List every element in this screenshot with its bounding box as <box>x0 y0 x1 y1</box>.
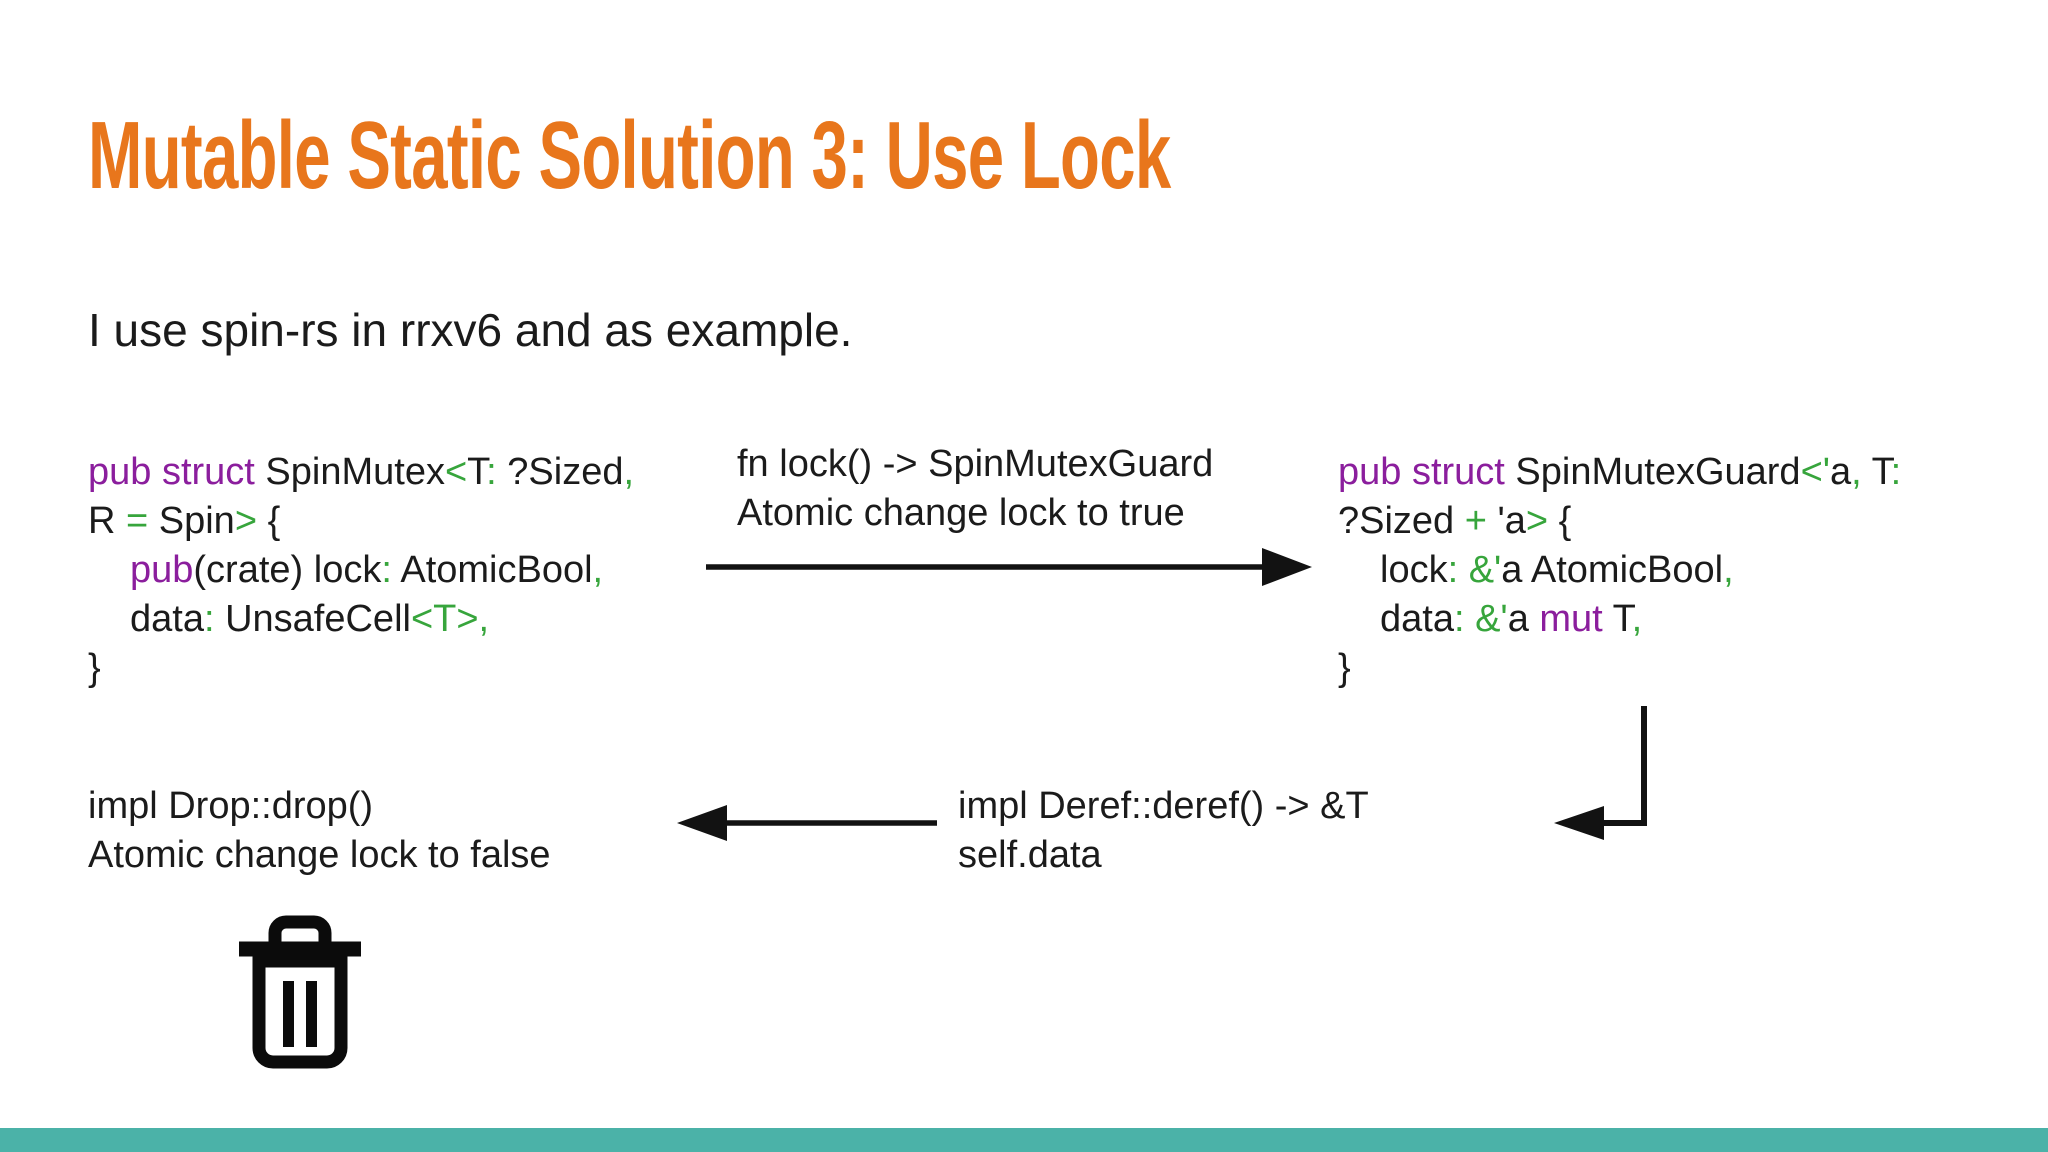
code-token: , <box>1851 451 1862 493</box>
code-line: ?Sized + 'a> { <box>1338 497 1901 546</box>
code-token: mut <box>1539 598 1603 640</box>
code-token: , <box>592 549 604 591</box>
code-line: data: UnsafeCell<T>, <box>88 595 634 644</box>
code-token: 'a <box>1486 500 1526 542</box>
code-block-spinmutex: pub struct SpinMutex<T: ?Sized,R = Spin>… <box>88 448 634 693</box>
code-line: R = Spin> { <box>88 497 634 546</box>
code-token: UnsafeCell <box>214 598 411 640</box>
code-token: <' <box>1800 451 1831 493</box>
code-line: } <box>1338 644 1901 693</box>
code-token: T <box>1861 451 1891 493</box>
annotation-line: Atomic change lock to true <box>737 492 1185 534</box>
code-token: : &' <box>1447 549 1502 591</box>
code-line: } <box>88 644 634 693</box>
code-token: SpinMutexGuard <box>1515 451 1801 493</box>
code-token: > <box>234 500 258 542</box>
code-token: (crate) lock <box>193 549 382 591</box>
arrow-right-lock-icon <box>706 548 1312 586</box>
code-token: R <box>88 500 126 542</box>
code-token: , <box>1723 549 1734 591</box>
code-token: data <box>1380 598 1454 640</box>
code-token: a AtomicBool <box>1501 549 1724 591</box>
code-line: pub struct SpinMutex<T: ?Sized, <box>88 448 634 497</box>
code-token: : <box>381 549 392 591</box>
code-token: a <box>1507 598 1540 640</box>
code-token: pub <box>130 549 194 591</box>
code-token: : <box>1890 451 1902 493</box>
code-token: T <box>1602 598 1632 640</box>
code-token: T <box>467 451 487 493</box>
code-token: <T>, <box>410 598 490 640</box>
code-line: data: &'a mut T, <box>1338 595 1901 644</box>
code-token: lock <box>1380 549 1448 591</box>
code-token: pub struct <box>88 451 266 493</box>
code-token: { <box>257 500 281 542</box>
annotation-lock-fn: fn lock() -> SpinMutexGuard Atomic chang… <box>737 440 1213 538</box>
annotation-line: impl Deref::deref() -> &T <box>958 785 1369 827</box>
code-token: : <box>486 451 497 493</box>
code-block-spinmutexguard: pub struct SpinMutexGuard<'a, T:?Sized +… <box>1338 448 1901 693</box>
code-token: ?Sized <box>1338 500 1465 542</box>
annotation-drop-impl: impl Drop::drop() Atomic change lock to … <box>88 782 551 880</box>
code-token: : &' <box>1453 598 1508 640</box>
code-token: Spin <box>148 500 235 542</box>
code-token: SpinMutex <box>265 451 445 493</box>
code-token: + <box>1464 500 1487 542</box>
annotation-deref-impl: impl Deref::deref() -> &T self.data <box>958 782 1369 880</box>
annotation-line: fn lock() -> SpinMutexGuard <box>737 443 1214 485</box>
code-line: pub(crate) lock: AtomicBool, <box>88 546 634 595</box>
footer-accent-bar <box>0 1128 2048 1152</box>
code-token: , <box>1631 598 1643 640</box>
slide-subtitle: I use spin-rs in rrxv6 and as example. <box>88 304 853 356</box>
code-token: data <box>130 598 204 640</box>
code-token: : <box>203 598 215 640</box>
code-token: pub struct <box>1338 451 1516 493</box>
code-line: lock: &'a AtomicBool, <box>1338 546 1901 595</box>
code-token: } <box>1338 647 1351 689</box>
slide-title: Mutable Static Solution 3: Use Lock <box>88 102 1171 209</box>
annotation-line: impl Drop::drop() <box>88 785 374 827</box>
code-token: < <box>444 451 468 493</box>
code-token: } <box>88 647 101 689</box>
arrow-elbow-down-left-icon <box>1554 706 1647 840</box>
annotation-line: Atomic change lock to false <box>88 834 551 876</box>
code-token: , <box>623 451 635 493</box>
annotation-line: self.data <box>958 834 1102 876</box>
code-token: { <box>1548 500 1572 542</box>
code-line: pub struct SpinMutexGuard<'a, T: <box>1338 448 1901 497</box>
code-token: > <box>1525 500 1549 542</box>
arrow-left-drop-icon <box>677 805 937 841</box>
code-token: ?Sized <box>496 451 624 493</box>
code-token: = <box>126 500 149 542</box>
trash-can-icon <box>239 915 361 1069</box>
code-token: a <box>1830 451 1852 493</box>
code-token: AtomicBool <box>391 549 593 591</box>
